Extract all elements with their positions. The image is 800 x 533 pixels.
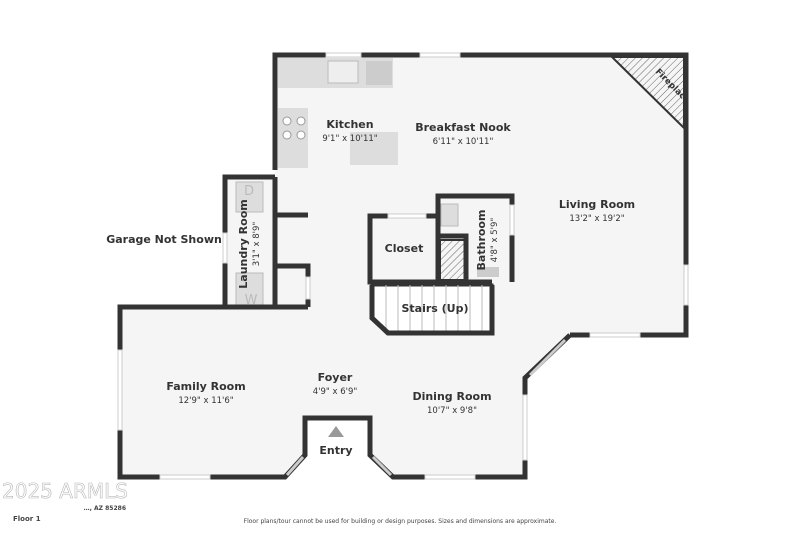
family-room-label: Family Room xyxy=(166,380,245,393)
washer-label: W xyxy=(245,293,258,308)
floor-label: Floor 1 xyxy=(13,515,41,523)
kitchen-label: Kitchen xyxy=(326,118,373,131)
stairs-label: Stairs (Up) xyxy=(401,302,468,315)
closet-label: Closet xyxy=(385,242,424,255)
living-room-label: Living Room xyxy=(559,198,635,211)
living-room-dims: 13'2" x 19'2" xyxy=(569,214,624,224)
bathroom-sink-icon xyxy=(440,203,459,227)
address: …, AZ 85286 xyxy=(84,505,126,512)
bathroom-label: Bathroom xyxy=(475,210,488,271)
dishwasher-icon xyxy=(366,61,392,85)
kitchen-island xyxy=(350,132,398,165)
foyer-label: Foyer xyxy=(318,371,353,384)
sink-icon xyxy=(327,60,359,84)
foyer-dims: 4'9" x 6'9" xyxy=(313,387,358,397)
windows xyxy=(117,52,689,480)
laundry-room-label: Laundry Room xyxy=(237,199,250,288)
breakfast-nook-label: Breakfast Nook xyxy=(415,121,511,134)
dryer-icon xyxy=(235,181,264,213)
dining-room-dims: 10'7" x 9'8" xyxy=(427,406,477,416)
garage-note: Garage Not Shown xyxy=(106,233,222,246)
dining-room-label: Dining Room xyxy=(412,390,491,403)
watermark: 2025 ARMLS xyxy=(2,479,128,503)
toilet-icon xyxy=(477,267,499,277)
floor-area xyxy=(120,55,686,477)
bathroom-dims: 4'8" x 5'9" xyxy=(490,218,500,263)
under-stair-storage xyxy=(439,239,466,281)
dryer-label: D xyxy=(244,184,254,199)
breakfast-nook-dims: 6'11" x 10'11" xyxy=(433,137,494,147)
stove-icon xyxy=(282,116,306,140)
entry-arrow-icon xyxy=(328,426,344,437)
entry-label: Entry xyxy=(319,444,352,457)
laundry-room-dims: 3'1" x 8'9" xyxy=(252,222,262,267)
disclaimer: Floor plans/tour cannot be used for buil… xyxy=(244,518,557,525)
family-room-dims: 12'9" x 11'6" xyxy=(178,396,233,406)
kitchen-dims: 9'1" x 10'11" xyxy=(322,134,377,144)
